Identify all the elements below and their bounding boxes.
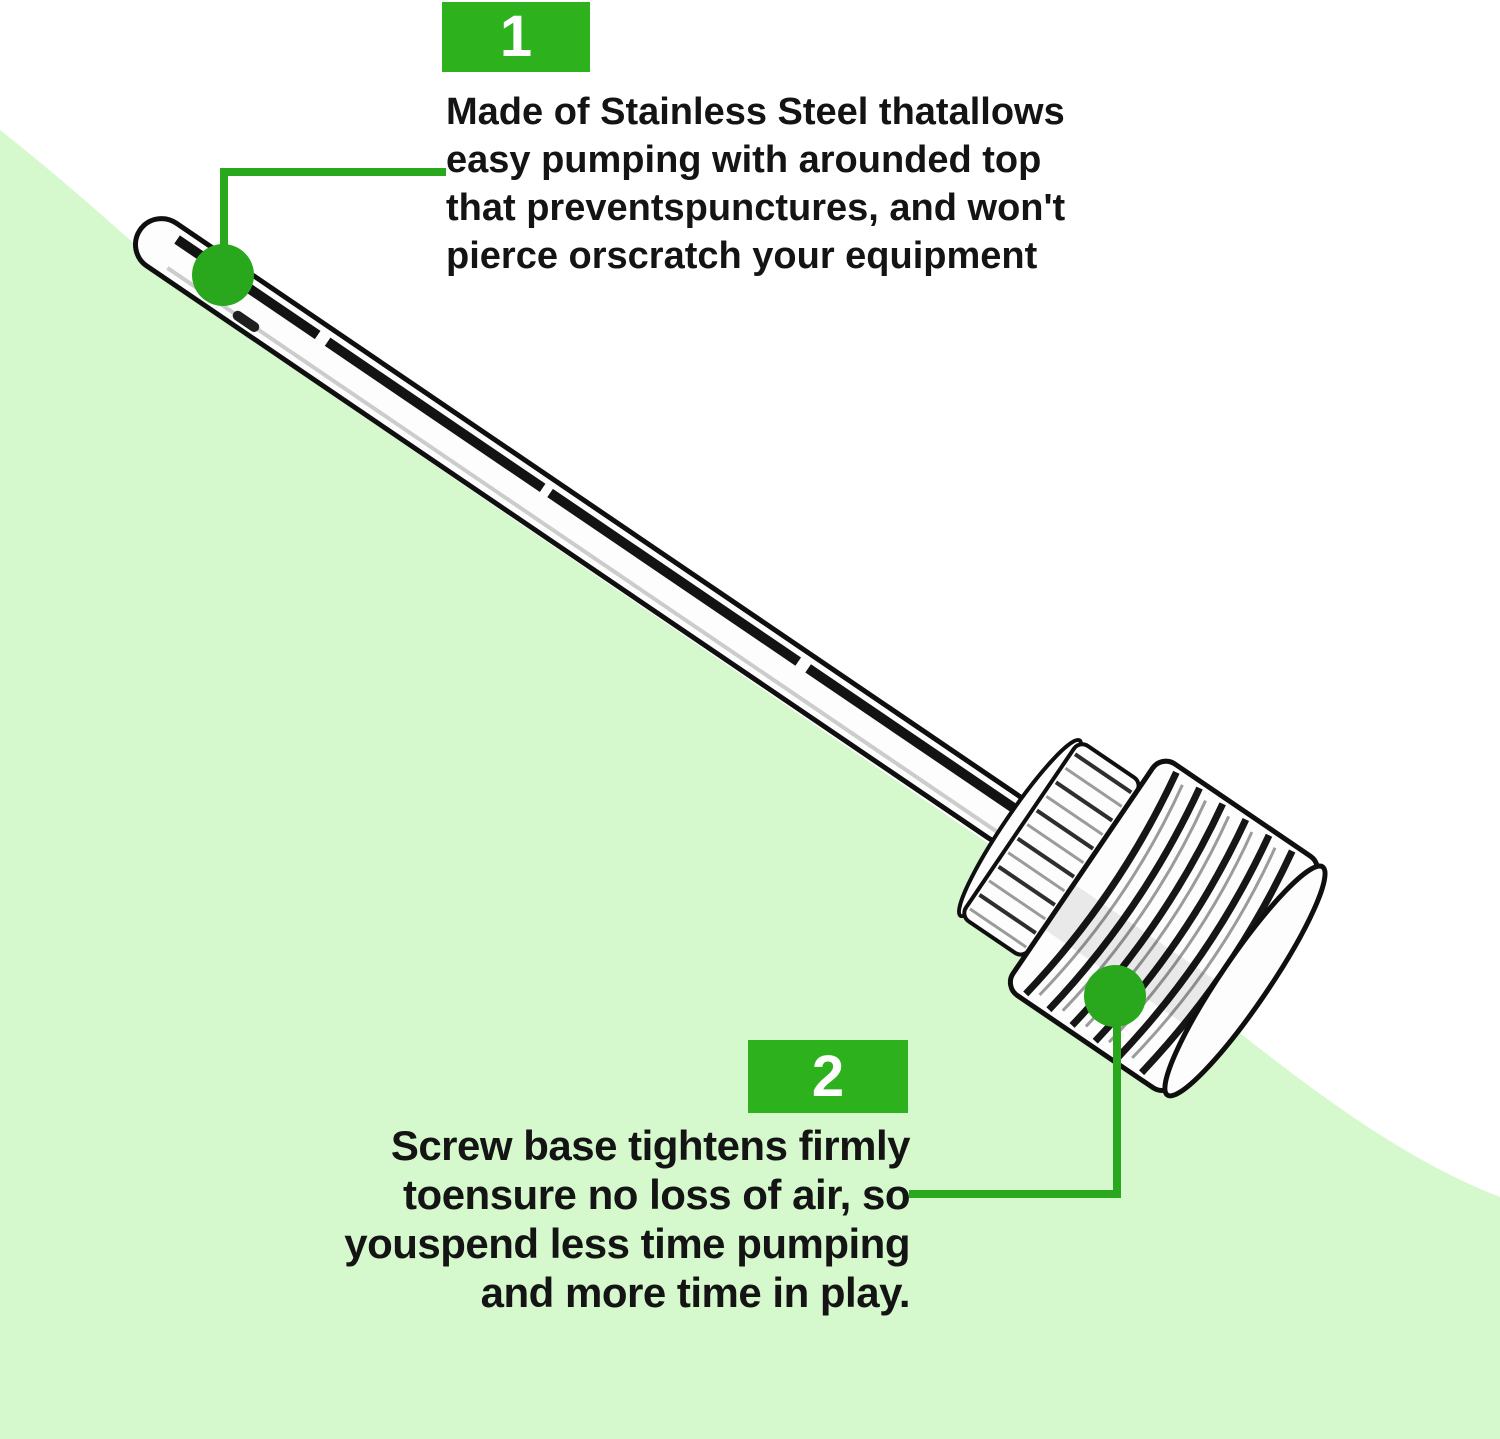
callout-2-badge-number: 2: [811, 1043, 845, 1109]
needle-shaft-reflection-stripe: [174, 235, 1031, 822]
knurl-ribs-dark: [978, 752, 1133, 935]
callout-2-badge: 2: [748, 1040, 908, 1113]
callout-2-text-line: toensure no loss of air, so: [403, 1171, 910, 1218]
callout-2-text: Screw base tightens firmly toensure no l…: [300, 1121, 910, 1317]
callout-2-text-line: youspend less time pumping: [344, 1220, 910, 1267]
needle-shaft-lower-highlight: [166, 266, 1009, 841]
callout-2-text-line: and more time in play.: [480, 1269, 911, 1316]
callout-2-line: [909, 1024, 1121, 1198]
thread-ridges-light: [1038, 784, 1277, 1059]
callout-2-text-line: Screw base tightens firmly: [390, 1122, 911, 1169]
background-green-wedge: [0, 130, 1500, 1439]
knurl-ribs-light: [969, 767, 1123, 949]
needle-air-hole: [232, 310, 260, 332]
callout-1-badge-number: 1: [499, 4, 533, 69]
callout-1-text: Made of Stainless Steel thatallows easy …: [446, 88, 1065, 280]
needle-illustration: [133, 216, 1328, 1099]
callout-1-text-line: easy pumping with arounded top: [446, 139, 1042, 181]
base-end-cap: [1162, 863, 1328, 1099]
callout-1-badge: 1: [442, 2, 590, 72]
callout-2-dot: [1084, 965, 1146, 1027]
thread-ridges-dark: [1023, 770, 1296, 1076]
callout-1-text-line: Made of Stainless Steel thatallows: [446, 91, 1065, 133]
base-shading-band: [1045, 885, 1233, 1037]
callout-1-text-line: pierce orscratch your equipment: [446, 235, 1038, 277]
callout-1-text-line: that preventspunctures, and won't: [446, 187, 1066, 229]
callout-1-dot: [192, 244, 254, 306]
callout-1-line: [220, 168, 446, 250]
